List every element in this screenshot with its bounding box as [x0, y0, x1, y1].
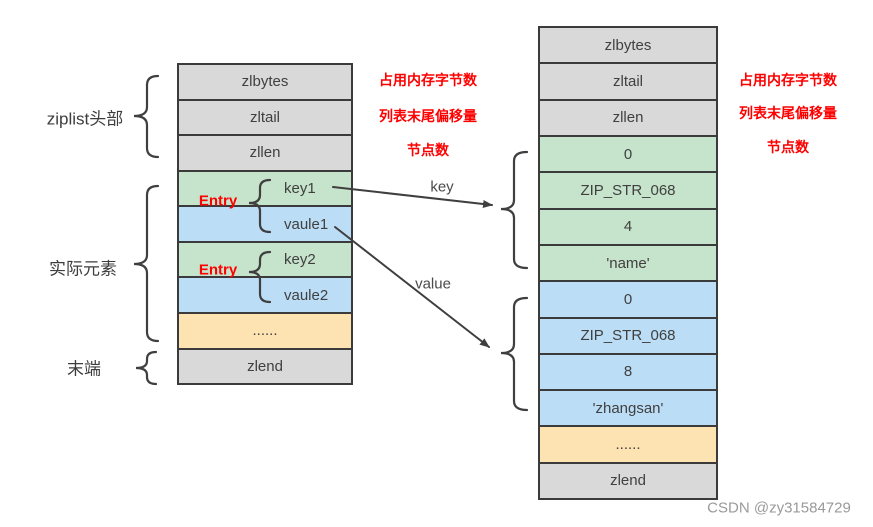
- brace-value-group: [500, 296, 529, 412]
- cell-ellipsis: ......: [540, 425, 716, 462]
- brace-actual-elements: [133, 184, 160, 343]
- key-arrow-label: key: [430, 178, 454, 196]
- note-zltail-right: 列表末尾偏移量: [739, 105, 837, 121]
- cell-zlbytes: zlbytes: [179, 65, 351, 99]
- ziplist-memory-table: zlbytes zltail zllen 0 ZIP_STR_068 4 'na…: [538, 26, 718, 500]
- brace-key-group: [500, 150, 529, 270]
- label-end: 末端: [67, 359, 101, 379]
- cell-zltail: zltail: [540, 62, 716, 99]
- cell-value-content: 'zhangsan': [540, 389, 716, 426]
- ziplist-abstract-table: zlbytes zltail zllen key1 vaule1 key2 va…: [177, 63, 353, 385]
- brace-end: [135, 350, 158, 386]
- csdn-watermark: CSDN @zy31584729: [707, 499, 851, 517]
- note-zltail-left: 列表末尾偏移量: [379, 108, 477, 124]
- cell-value-prevlen: 0: [540, 280, 716, 317]
- cell-key-prevlen: 0: [540, 134, 716, 172]
- cell-key-encoding: ZIP_STR_068: [540, 171, 716, 208]
- note-zlbytes-right: 占用内存字节数: [739, 72, 837, 88]
- cell-zlend: zlend: [540, 461, 716, 499]
- cell-value-encoding: ZIP_STR_068: [540, 316, 716, 353]
- label-ziplist-header: ziplist头部: [46, 109, 124, 129]
- cell-zlbytes: zlbytes: [540, 28, 716, 63]
- cell-key-length: 4: [540, 207, 716, 244]
- note-zllen-right: 节点数: [767, 139, 809, 155]
- cell-value-length: 8: [540, 352, 716, 390]
- key-arrow: [332, 186, 493, 208]
- brace-ziplist-header: [133, 74, 160, 159]
- cell-key-content: 'name': [540, 243, 716, 281]
- entry1-label: Entry: [198, 192, 238, 210]
- note-zlbytes-left: 占用内存字节数: [379, 72, 477, 88]
- value-arrow-label: value: [415, 275, 451, 293]
- cell-vaule1: vaule1: [179, 205, 351, 241]
- cell-vaule2: vaule2: [179, 276, 351, 312]
- entry2-label: Entry: [198, 261, 238, 279]
- note-zllen-left: 节点数: [407, 142, 449, 158]
- cell-zllen: zllen: [179, 134, 351, 170]
- cell-ellipsis: ......: [179, 311, 351, 348]
- value-arrow: [334, 226, 490, 348]
- cell-zltail: zltail: [179, 98, 351, 135]
- cell-zlend: zlend: [179, 347, 351, 384]
- cell-zllen: zllen: [540, 98, 716, 135]
- label-actual-elements: 实际元素: [49, 259, 117, 279]
